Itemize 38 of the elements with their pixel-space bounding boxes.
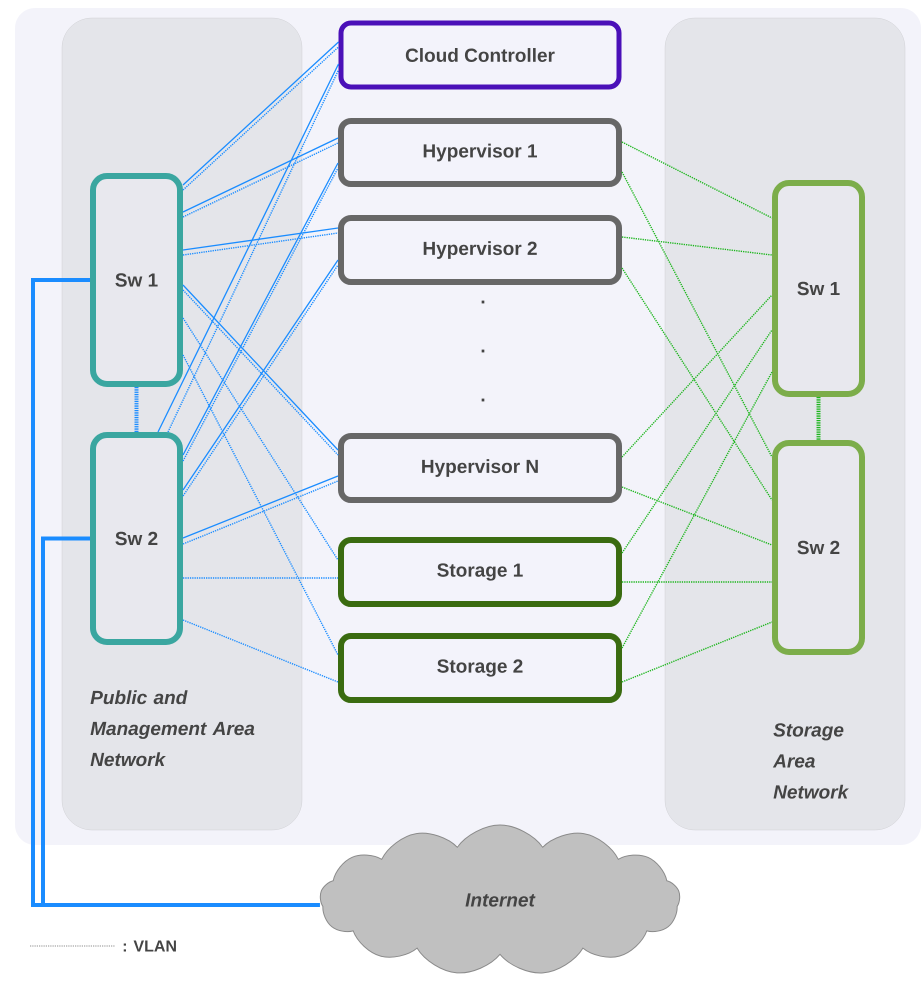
cable-line [182, 227, 338, 251]
cable-line [621, 372, 773, 648]
switch-box: Sw 2 [772, 440, 865, 655]
switch-box: Sw 1 [90, 173, 183, 387]
cable-line [622, 236, 772, 256]
cable-line [621, 330, 773, 554]
ellipsis-dot: . [482, 300, 484, 304]
cable-line [621, 268, 773, 500]
hypervisor-box: Hypervisor 2 [338, 215, 622, 285]
cable-line [182, 619, 338, 683]
cable-line [134, 387, 138, 432]
cable-line [621, 172, 773, 458]
switch-box: Sw 1 [772, 180, 865, 397]
storage-box: Storage 2 [338, 633, 622, 703]
storage-box: Storage 1 [338, 537, 622, 607]
cable-line [816, 397, 820, 440]
cable-line [182, 475, 338, 539]
switch-box: Sw 2 [90, 432, 183, 645]
panel-title: Storage Area Network [772, 723, 849, 799]
cable-line [182, 480, 338, 545]
cable-line [182, 318, 339, 560]
ellipsis-dot: . [482, 350, 484, 352]
internet-cloud: Internet [320, 824, 680, 974]
hypervisor-box: Hypervisor N [338, 433, 622, 503]
cable-line [41, 536, 320, 907]
panel-title: Public and Management Area Network [90, 690, 254, 766]
cable-line [622, 141, 772, 219]
cable-line [622, 621, 772, 683]
controller-box: Cloud Controller [338, 20, 622, 90]
cable-line [182, 232, 338, 256]
legend-text: : VLAN [124, 940, 176, 952]
hypervisor-box: Hypervisor 1 [338, 118, 622, 187]
ellipsis-dot: . [482, 398, 484, 402]
cable-line [183, 577, 338, 579]
cable-line [182, 354, 339, 656]
cable-line [622, 294, 773, 458]
cable-line [622, 581, 772, 583]
cable-line [622, 486, 772, 546]
